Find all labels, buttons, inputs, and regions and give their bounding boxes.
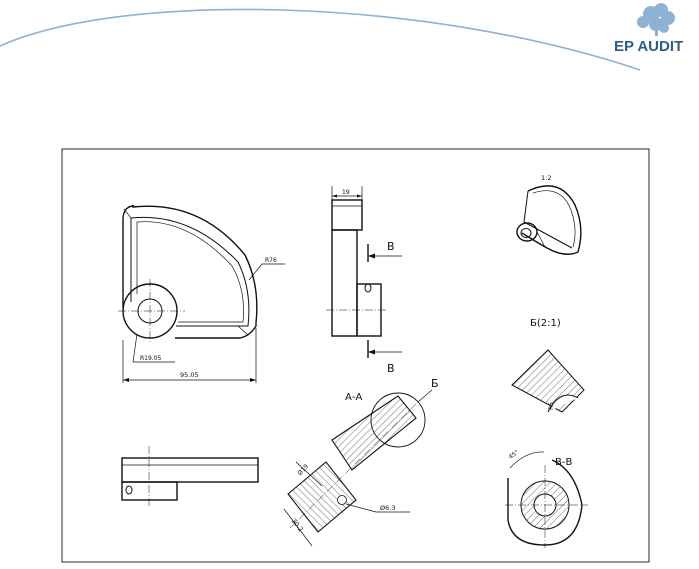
header-arc: [0, 8, 641, 71]
hole-label: Ø6.3: [380, 504, 395, 512]
tree-icon: [637, 3, 675, 36]
detail-b-title: Б(2:1): [530, 318, 561, 329]
brand-logo: EP AUDIT: [614, 3, 683, 55]
radius-label: R76: [265, 257, 277, 264]
length-label: 30.2: [290, 517, 305, 533]
detail-b: Б(2:1) R5: [511, 318, 585, 413]
brand-name: EP AUDIT: [614, 38, 683, 55]
side-view: 19 В В: [326, 186, 402, 375]
angle-label: 45°: [507, 449, 520, 461]
thickness-label: 19: [342, 189, 350, 196]
section-bb-title: В-В: [555, 457, 572, 468]
section-aa-title: А-А: [345, 392, 362, 403]
width-label: 95.05: [180, 371, 199, 379]
drawing-frame: [61, 148, 650, 563]
section-bb: В-В 45°: [505, 449, 588, 548]
cut-label-bottom: В: [387, 362, 395, 375]
detail-marker: Б: [431, 377, 439, 390]
hole-radius-label: R19.05: [140, 355, 162, 362]
detail-radius-label: R5: [548, 402, 555, 410]
diameter-label: Ø19: [297, 463, 311, 477]
cut-label-top: В: [387, 240, 395, 253]
section-aa: А-А Б Ø19 Ø6.3 30.2: [283, 377, 439, 547]
iso-view: 1:2: [516, 174, 582, 255]
scale-label: 1:2: [541, 174, 551, 182]
front-view: R76 R19.05 95.05: [118, 205, 285, 383]
top-view: [121, 446, 259, 508]
